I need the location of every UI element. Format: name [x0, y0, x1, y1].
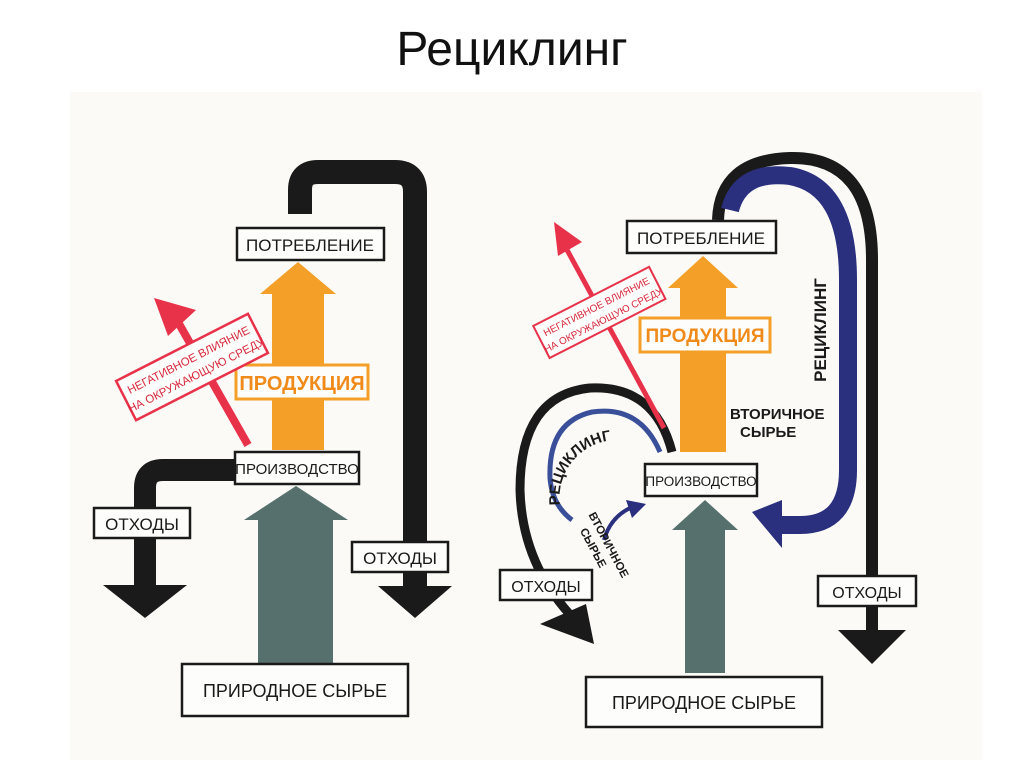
right-secondary-small-arrowhead — [626, 500, 646, 518]
left-diagram: ПРОДУКЦИЯ НЕГАТИВНОЕ ВЛИЯНИЕ НА ОКРУЖАЮЩ… — [92, 160, 452, 718]
left-raw-material-arrow-shaft — [258, 516, 333, 666]
right-waste-left-box — [498, 568, 594, 602]
right-products-label: ПРОДУКЦИЯ — [646, 326, 765, 347]
right-products-arrowhead — [668, 256, 738, 288]
left-waste-left-arrowhead — [103, 585, 187, 618]
right-raw-material-label: ПРИРОДНОЕ СЫРЬЕ — [612, 693, 796, 713]
left-negative-impact-arrowhead — [154, 298, 196, 336]
right-raw-material-box — [584, 675, 824, 729]
right-recycling-blue-loop — [721, 166, 857, 534]
right-outer-black-loop — [712, 151, 878, 640]
left-products-label: ПРОДУКЦИЯ — [239, 373, 364, 395]
slide-title: Рециклинг — [396, 23, 628, 76]
left-production-box — [233, 450, 361, 486]
right-recycling-small-arc — [547, 408, 663, 522]
left-waste-right-arrowhead — [378, 586, 452, 618]
right-waste-right-label: ОТХОДЫ — [832, 585, 901, 602]
left-consumption-box — [235, 226, 386, 262]
right-recycling-top-label: РЕЦИКЛИНГ — [811, 278, 830, 382]
left-raw-material-arrowhead — [244, 486, 348, 520]
right-raw-material-arrowhead — [672, 500, 738, 530]
right-diagram: РЕЦИКЛИНГ РЕЦИКЛИНГ ВТОРИЧНОЕ СЫРЬЕ ПРОД… — [498, 151, 918, 729]
right-products-label-box — [638, 316, 772, 354]
right-consumption-box — [625, 219, 778, 255]
right-raw-material-arrow-shaft — [685, 525, 725, 673]
left-raw-material-box — [180, 662, 410, 718]
right-negative-impact-arrowhead — [554, 222, 582, 256]
right-waste-right-arrowhead — [838, 630, 906, 664]
right-consumption-label: ПОТРЕБЛЕНИЕ — [637, 229, 765, 248]
left-waste-right-box — [350, 540, 450, 574]
left-waste-left-label: ОТХОДЫ — [105, 515, 179, 534]
right-secondary-main-line2: СЫРЬЕ — [740, 424, 796, 441]
right-secondary-small-arrow — [602, 506, 631, 541]
right-inner-black-loop — [515, 383, 677, 624]
right-secondary-main-line1: ВТОРИЧНОЕ — [730, 406, 825, 423]
left-raw-material-label: ПРИРОДНОЕ СЫРЬЕ — [203, 681, 387, 701]
left-production-label: ПРОИЗВОДСТВО — [235, 461, 359, 478]
left-consumption-waste-loop — [288, 160, 427, 590]
right-products-arrow-shaft — [680, 284, 726, 452]
left-consumption-label: ПОТРЕБЛЕНИЕ — [246, 236, 374, 255]
right-recycling-blue-arrowhead — [752, 500, 782, 548]
left-products-label-box — [234, 363, 370, 401]
right-waste-left-arrowhead — [540, 604, 594, 644]
right-negative-impact-arrow-shaft — [563, 246, 667, 430]
right-waste-left-label: ОТХОДЫ — [511, 579, 580, 596]
right-waste-right-box — [816, 574, 918, 608]
left-waste-left-box — [92, 506, 192, 540]
right-production-label: ПРОИЗВОДСТВО — [645, 474, 756, 489]
left-products-arrowhead — [260, 262, 336, 294]
right-production-box — [643, 462, 759, 498]
left-production-waste-arrow — [134, 459, 240, 590]
left-waste-right-label: ОТХОДЫ — [363, 549, 437, 568]
